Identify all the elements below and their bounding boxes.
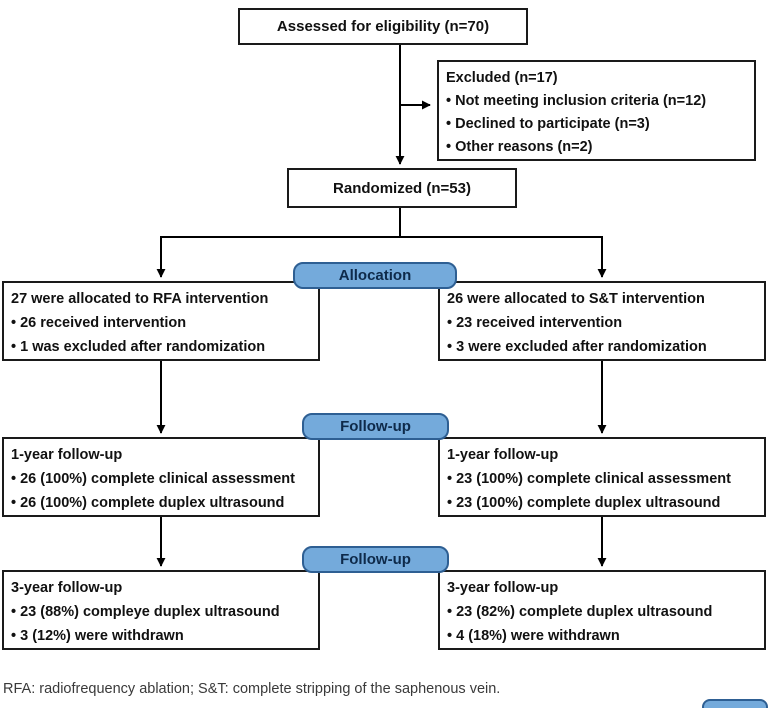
st-allocation-box: 26 were allocated to S&T intervention • … bbox=[438, 281, 766, 361]
rfa-1yr-item: • 26 (100%) complete duplex ultrasound bbox=[11, 495, 285, 511]
rfa-3yr-item: • 23 (88%) compleye duplex ultrasound bbox=[11, 604, 280, 620]
excluded-item: • Other reasons (n=2) bbox=[446, 139, 593, 155]
rfa-allocation-item: • 26 received intervention bbox=[11, 315, 187, 331]
eligibility-text: Assessed for eligibility (n=70) bbox=[276, 18, 490, 35]
excluded-title: Excluded (n=17) bbox=[446, 70, 558, 86]
st-1yr-item: • 23 (100%) complete duplex ultrasound bbox=[447, 495, 721, 511]
st-3yr-item: • 23 (82%) complete duplex ultrasound bbox=[447, 604, 713, 620]
st-allocation-item: • 3 were excluded after randomization bbox=[447, 339, 707, 355]
abbreviations-footnote: RFA: radiofrequency ablation; S&T: compl… bbox=[3, 681, 501, 697]
rfa-3yr-followup-box: 3-year follow-up • 23 (88%) compleye dup… bbox=[2, 570, 320, 650]
followup-1-badge-label: Follow-up bbox=[340, 418, 411, 435]
rfa-1yr-item: • 26 (100%) complete clinical assessment bbox=[11, 471, 295, 487]
followup-2-badge-label: Follow-up bbox=[340, 551, 411, 568]
rfa-1yr-followup-box: 1-year follow-up • 26 (100%) complete cl… bbox=[2, 437, 320, 517]
rfa-1yr-title: 1-year follow-up bbox=[11, 447, 123, 463]
followup-2-badge: Follow-up bbox=[302, 546, 449, 573]
st-allocation-title: 26 were allocated to S&T intervention bbox=[447, 291, 705, 307]
st-1yr-followup-box: 1-year follow-up • 23 (100%) complete cl… bbox=[438, 437, 766, 517]
corner-accent-shape bbox=[702, 699, 768, 708]
rfa-allocation-item: • 1 was excluded after randomization bbox=[11, 339, 266, 355]
excluded-box: Excluded (n=17) • Not meeting inclusion … bbox=[437, 60, 756, 161]
allocation-badge: Allocation bbox=[293, 262, 457, 289]
allocation-badge-label: Allocation bbox=[338, 267, 412, 284]
eligibility-box: Assessed for eligibility (n=70) bbox=[238, 8, 528, 45]
excluded-item: • Declined to participate (n=3) bbox=[446, 116, 650, 132]
rfa-3yr-title: 3-year follow-up bbox=[11, 580, 123, 596]
randomized-box: Randomized (n=53) bbox=[287, 168, 517, 208]
st-allocation-item: • 23 received intervention bbox=[447, 315, 623, 331]
followup-1-badge: Follow-up bbox=[302, 413, 449, 440]
rfa-3yr-item: • 3 (12%) were withdrawn bbox=[11, 628, 184, 644]
st-3yr-item: • 4 (18%) were withdrawn bbox=[447, 628, 620, 644]
rfa-allocation-box: 27 were allocated to RFA intervention • … bbox=[2, 281, 320, 361]
st-3yr-followup-box: 3-year follow-up • 23 (82%) complete dup… bbox=[438, 570, 766, 650]
st-1yr-title: 1-year follow-up bbox=[447, 447, 559, 463]
excluded-item: • Not meeting inclusion criteria (n=12) bbox=[446, 93, 707, 109]
randomized-text: Randomized (n=53) bbox=[333, 179, 471, 197]
st-1yr-item: • 23 (100%) complete clinical assessment bbox=[447, 471, 731, 487]
st-3yr-title: 3-year follow-up bbox=[447, 580, 559, 596]
rfa-allocation-title: 27 were allocated to RFA intervention bbox=[11, 291, 269, 307]
